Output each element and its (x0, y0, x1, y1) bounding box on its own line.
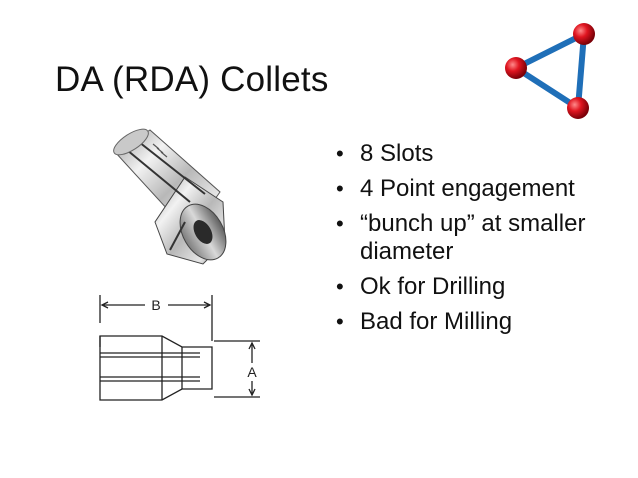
bullet-item: • 4 Point engagement (330, 175, 620, 203)
bullet-dot-icon: • (336, 211, 344, 236)
bullet-list: • 8 Slots • 4 Point engagement • “bunch up”… (330, 140, 620, 343)
bullet-item: • Bad for Milling (330, 308, 620, 336)
bullet-item: • “bunch up” at smaller diameter (330, 210, 620, 266)
bullet-item: • Ok for Drilling (330, 273, 620, 301)
bullet-text: “bunch up” at smaller diameter (360, 210, 586, 265)
collet-photo (113, 128, 227, 265)
slide-title: DA (RDA) Collets (55, 60, 329, 99)
bullet-text: Ok for Drilling (360, 273, 506, 300)
bullet-dot-icon: • (336, 274, 344, 299)
bullet-dot-icon: • (336, 309, 344, 334)
bullet-dot-icon: • (336, 141, 344, 166)
bullet-text: 8 Slots (360, 140, 434, 167)
bullet-item: • 8 Slots (330, 140, 620, 168)
bullet-text: Bad for Milling (360, 308, 513, 335)
network-logo-icon (505, 23, 595, 119)
collet-technical-drawing: B A (99, 295, 260, 401)
dimension-a-label: A (247, 364, 257, 380)
bullet-text: 4 Point engagement (360, 175, 575, 202)
dimension-b-label: B (151, 297, 160, 313)
bullet-dot-icon: • (336, 176, 344, 201)
